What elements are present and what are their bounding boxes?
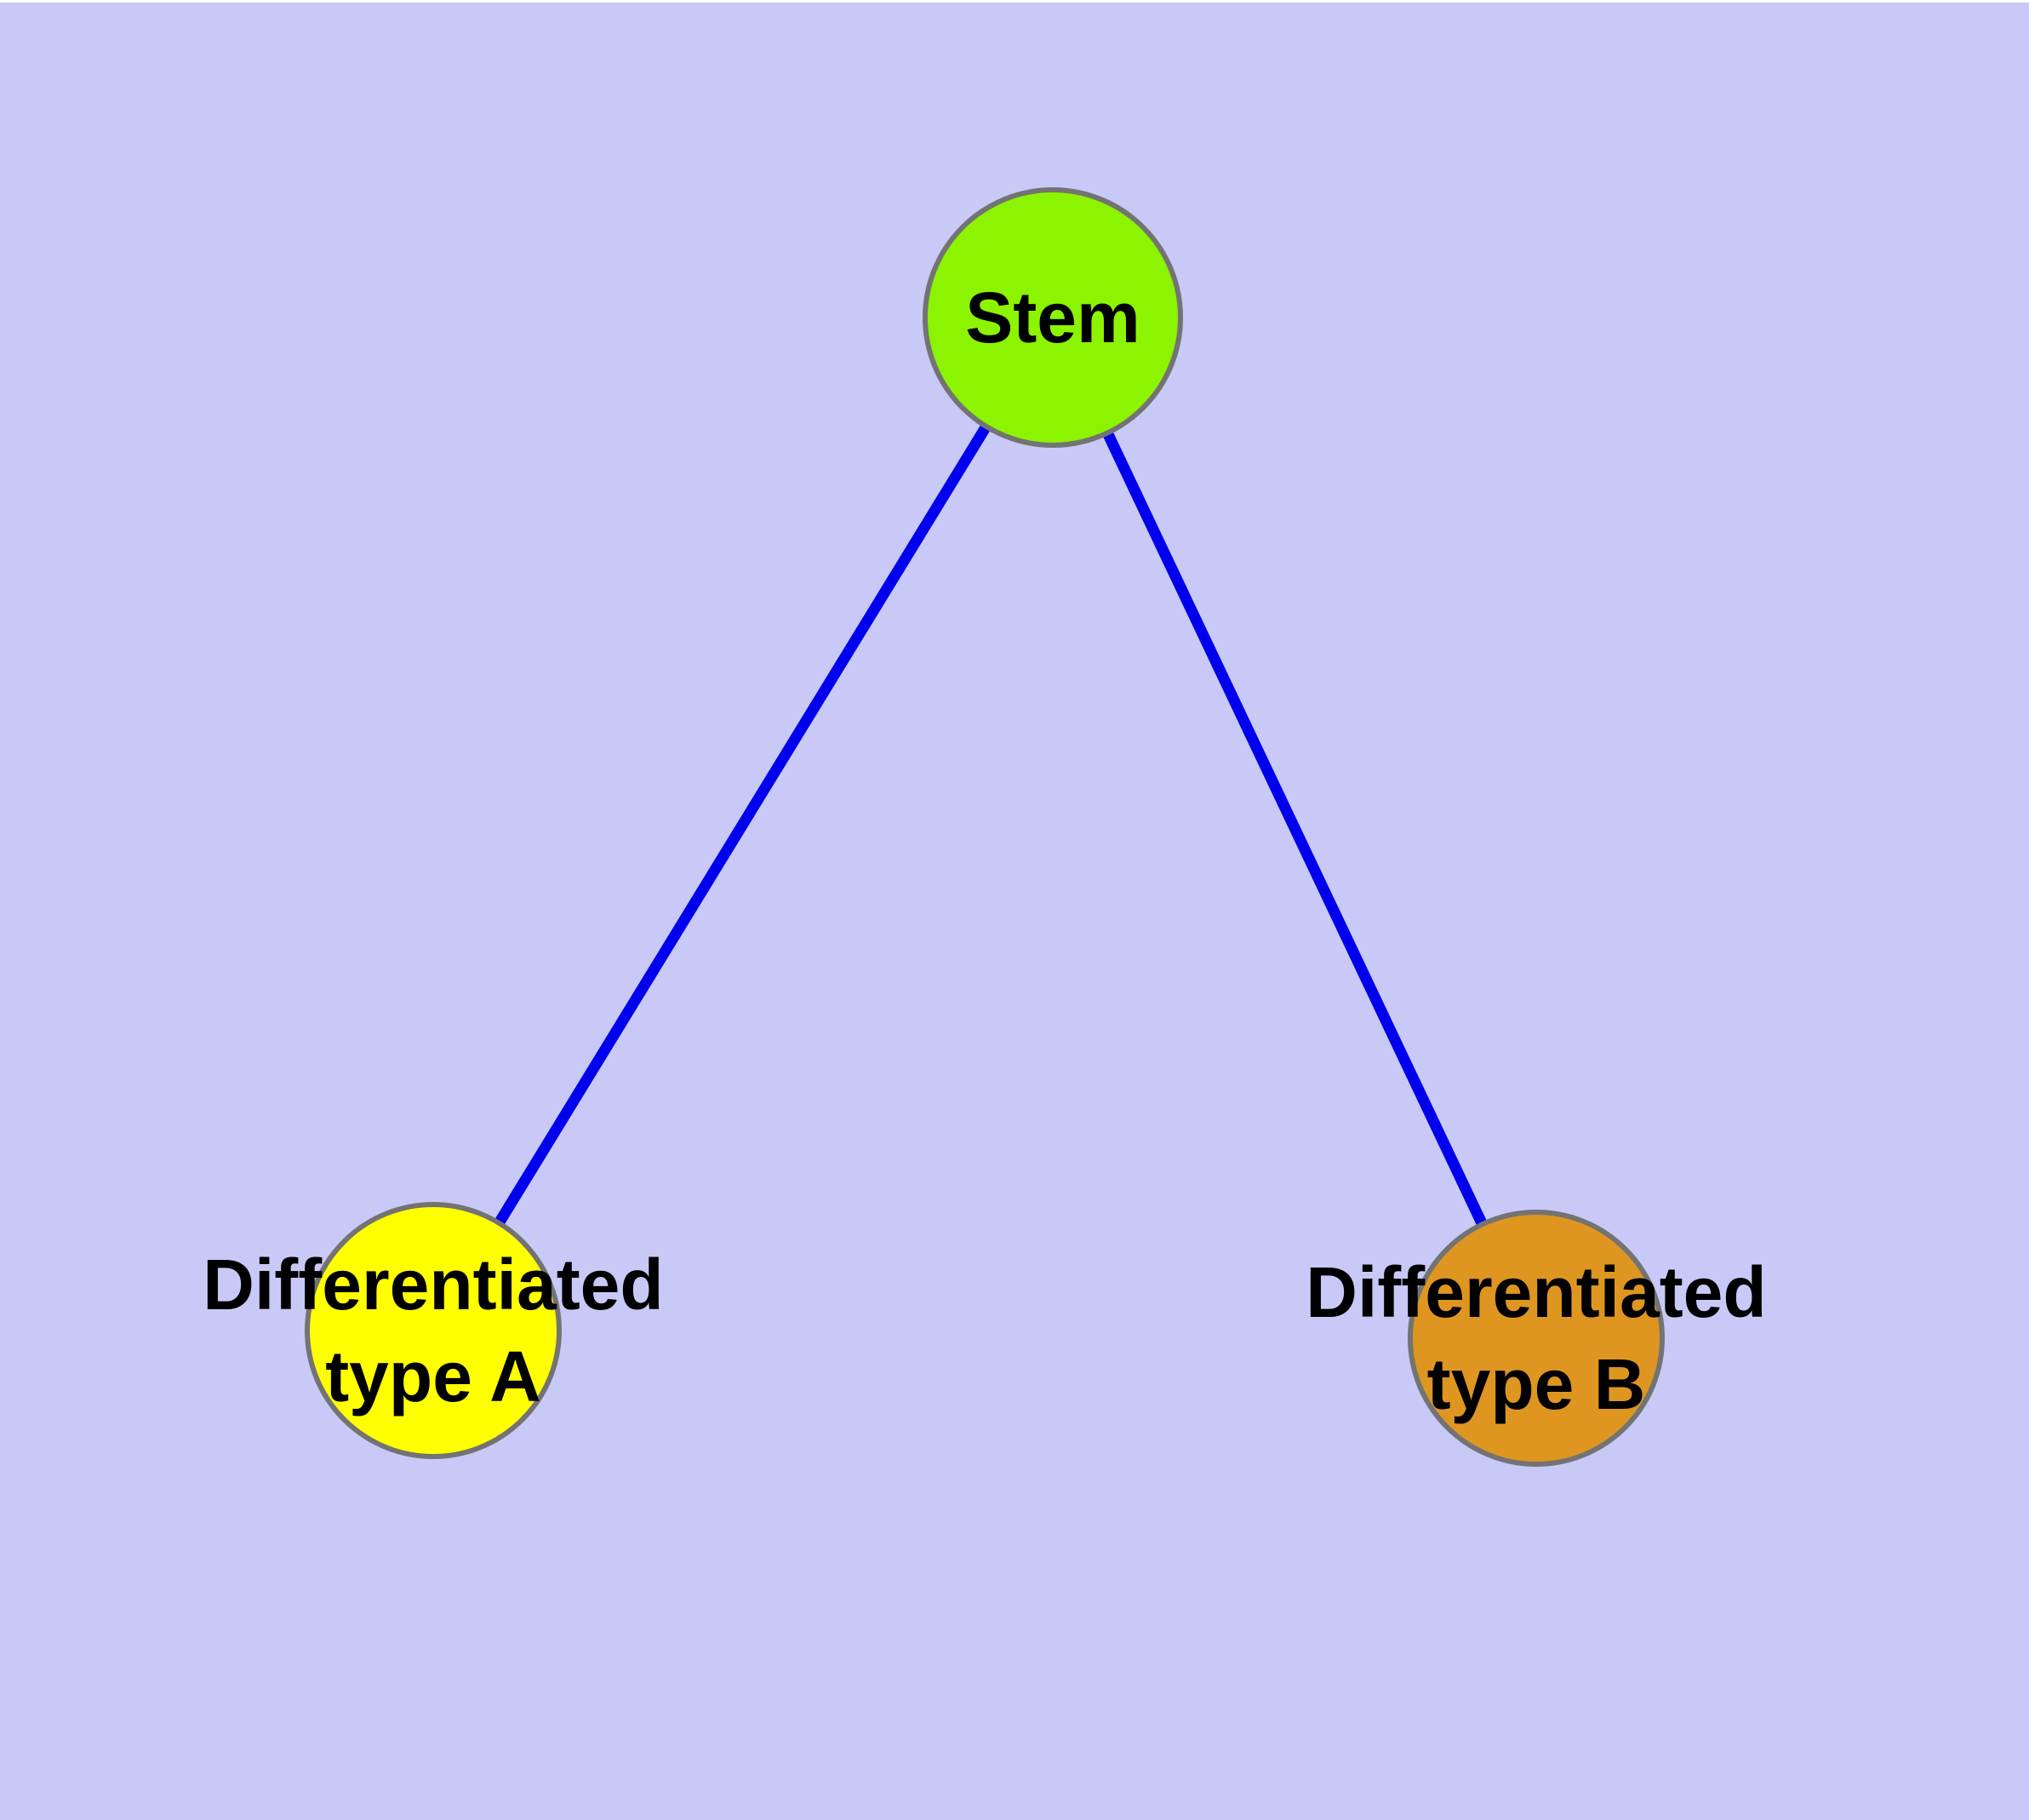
edge-stem-to-differentiated-type-a: [428, 314, 1058, 1334]
edge-stem-to-differentiated-type-b: [1048, 315, 1541, 1341]
node-stem: [923, 187, 1183, 448]
top-border: [0, 0, 2029, 3]
node-differentiated-type-a: [305, 1202, 562, 1459]
node-label-stem: Stem: [965, 278, 1140, 358]
node-differentiated-type-b: [1408, 1210, 1665, 1467]
